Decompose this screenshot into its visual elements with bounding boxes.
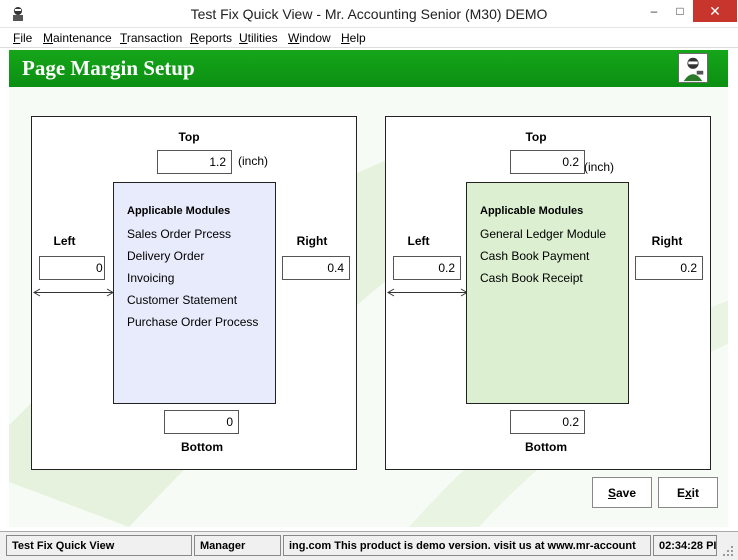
module-item: Invoicing <box>127 271 175 285</box>
modules-heading: Applicable Modules <box>127 205 231 217</box>
exit-hotkey: x <box>684 485 692 500</box>
status-bar: Test Fix Quick View Manager ing.com This… <box>0 531 738 560</box>
status-app-name: Test Fix Quick View <box>6 535 192 556</box>
applicable-modules-box: Applicable Modules Sales Order Prcess De… <box>113 182 276 404</box>
page-title: Page Margin Setup <box>22 56 195 80</box>
applicable-modules-box: Applicable Modules General Ledger Module… <box>466 182 629 404</box>
menu-maintenance[interactable]: Maintenance <box>43 31 112 45</box>
status-message: ing.com This product is demo version. vi… <box>283 535 651 556</box>
top-margin-input[interactable]: 0.2 <box>510 150 585 174</box>
bottom-label: Bottom <box>181 440 223 454</box>
unit-label: (inch) <box>584 160 615 174</box>
right-margin-panel: Top 0.2 (inch) Left 0.2 Right 0.2 Applic… <box>385 116 711 470</box>
app-icon <box>13 7 23 21</box>
exit-label-prefix: E <box>676 485 685 500</box>
menu-transaction[interactable]: Transaction <box>120 31 183 45</box>
menu-bar: File Maintenance Transaction Reports Uti… <box>0 29 738 48</box>
maximize-button[interactable]: □ <box>676 4 684 18</box>
minimize-button[interactable]: – <box>650 4 658 18</box>
right-label: Right <box>651 234 683 248</box>
right-margin-input[interactable]: 0.2 <box>635 256 703 280</box>
module-item: Customer Statement <box>127 293 238 307</box>
title-bar: Test Fix Quick View - Mr. Accounting Sen… <box>0 0 738 28</box>
menu-reports[interactable]: Reports <box>190 31 233 45</box>
save-label: ave <box>615 485 637 500</box>
module-item: Sales Order Prcess <box>127 227 232 241</box>
module-item: Cash Book Payment <box>480 249 590 263</box>
left-margin-panel: Top 1.2 (inch) Left 0 Right 0.4 Applicab… <box>31 116 357 470</box>
close-button[interactable]: ✕ <box>693 0 737 22</box>
left-margin-input[interactable]: 0 <box>39 256 105 280</box>
module-item: General Ledger Module <box>480 227 607 241</box>
menu-help[interactable]: Help <box>341 31 366 45</box>
modules-heading: Applicable Modules <box>480 205 584 217</box>
top-label: Top <box>178 130 200 144</box>
bottom-label: Bottom <box>525 440 567 454</box>
width-arrow-icon <box>33 288 114 297</box>
save-hotkey: S <box>607 485 616 500</box>
window-title: Test Fix Quick View - Mr. Accounting Sen… <box>190 6 548 22</box>
resize-grip-icon[interactable] <box>722 545 734 557</box>
status-user: Manager <box>194 535 281 556</box>
left-label: Left <box>407 234 430 248</box>
module-item: Purchase Order Process <box>127 315 259 329</box>
status-clock: 02:34:28 PI <box>653 535 717 556</box>
mascot-logo-icon <box>678 53 708 83</box>
header-banner: Page Margin Setup <box>9 50 728 87</box>
bottom-margin-input[interactable]: 0.2 <box>510 410 585 434</box>
exit-label: it <box>691 485 700 500</box>
left-label: Left <box>53 234 76 248</box>
top-label: Top <box>525 130 547 144</box>
bottom-margin-input[interactable]: 0 <box>164 410 239 434</box>
left-margin-input[interactable]: 0.2 <box>393 256 461 280</box>
menu-window[interactable]: Window <box>288 31 331 45</box>
module-item: Delivery Order <box>127 249 205 263</box>
menu-utilities[interactable]: Utilities <box>239 31 278 45</box>
menu-file[interactable]: File <box>13 31 33 45</box>
right-margin-input[interactable]: 0.4 <box>282 256 350 280</box>
top-margin-input[interactable]: 1.2 <box>157 150 232 174</box>
right-label: Right <box>296 234 328 248</box>
unit-label: (inch) <box>238 154 269 168</box>
width-arrow-icon <box>387 288 468 297</box>
module-item: Cash Book Receipt <box>480 271 583 285</box>
